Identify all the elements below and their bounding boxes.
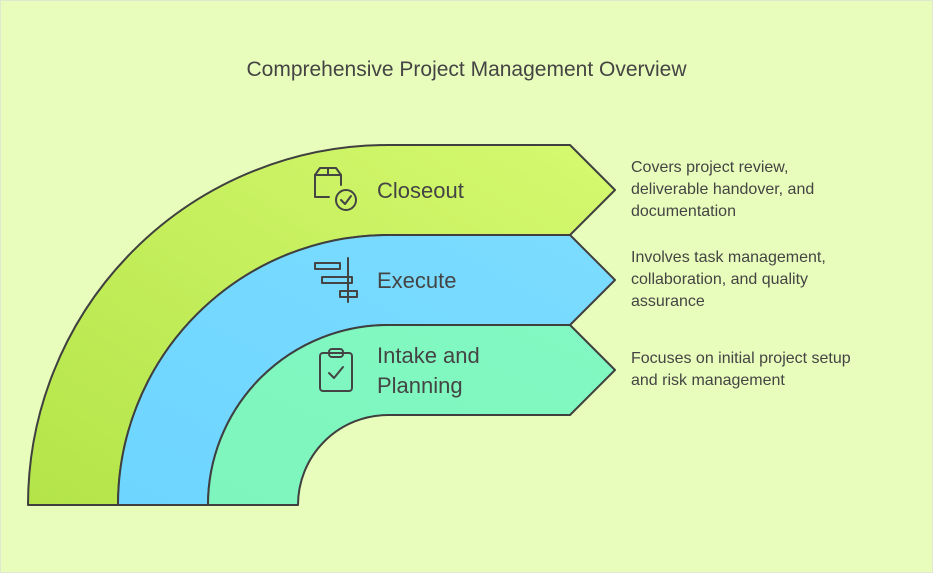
diagram-title: Comprehensive Project Management Overvie… bbox=[246, 58, 687, 81]
stage-label-execute: Execute bbox=[377, 268, 457, 293]
stage-label-line: Planning bbox=[377, 373, 463, 398]
description-line: collaboration, and quality bbox=[631, 271, 809, 288]
description-line: Focuses on initial project setup bbox=[631, 350, 851, 367]
stage-description-intake: Focuses on initial project setup and ris… bbox=[631, 348, 921, 392]
box-check-icon bbox=[314, 167, 357, 211]
stage-description-closeout: Covers project review, deliverable hando… bbox=[631, 157, 921, 223]
description-line: documentation bbox=[631, 203, 736, 220]
clipboard-check-icon bbox=[319, 348, 353, 392]
stage-description-execute: Involves task management, collaboration,… bbox=[631, 247, 921, 313]
stage-label-intake: Intake and Planning bbox=[377, 341, 480, 401]
description-line: assurance bbox=[631, 293, 705, 310]
description-line: deliverable handover, and bbox=[631, 181, 815, 198]
gantt-icon bbox=[314, 257, 358, 303]
description-line: Covers project review, bbox=[631, 159, 789, 176]
stage-band-intake bbox=[207, 324, 616, 506]
description-line: Involves task management, bbox=[631, 249, 826, 266]
stage-label-closeout: Closeout bbox=[377, 178, 464, 203]
stage-label-line: Intake and bbox=[377, 343, 480, 368]
description-line: and risk management bbox=[631, 372, 785, 389]
